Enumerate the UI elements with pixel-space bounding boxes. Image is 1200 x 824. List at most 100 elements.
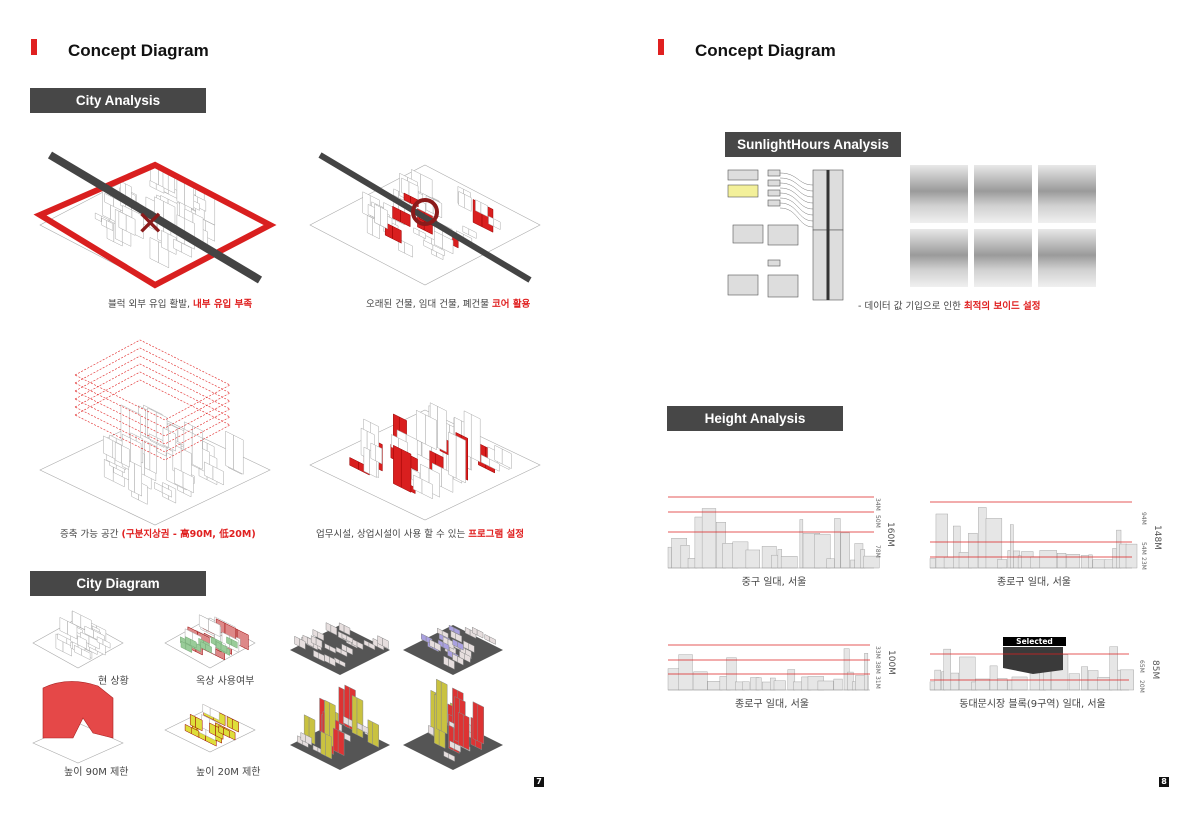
building: [341, 643, 347, 653]
building: [226, 716, 233, 730]
map-rooftop: [164, 614, 256, 669]
skyline-bar: [997, 559, 1008, 569]
building: [204, 461, 214, 480]
building: [403, 192, 411, 204]
building: [443, 655, 449, 667]
skyline-bar: [1011, 676, 1028, 691]
gh-wire: [779, 172, 814, 186]
building: [443, 750, 449, 759]
building: [356, 697, 364, 739]
cross-mark: ✕: [136, 204, 165, 244]
sunlight-thumb: [974, 165, 1032, 223]
flow-line: [318, 152, 532, 283]
skyline-bar: [745, 549, 761, 569]
building: [425, 414, 437, 451]
height-limit-90m: [42, 681, 114, 739]
building: [494, 444, 503, 465]
sunlight-header: SunlightHours Analysis: [725, 132, 901, 157]
skyline-bar: [1039, 550, 1057, 569]
building: [134, 463, 142, 497]
building: [144, 440, 151, 471]
map-90m: [32, 681, 124, 764]
skyline-bar: [780, 556, 798, 569]
sunlight-thumb: [974, 229, 1032, 287]
building: [477, 703, 485, 745]
caption-1: 블럭 외부 유입 활발, 내부 유입 부족: [108, 299, 253, 310]
building: [154, 481, 163, 493]
dashed-layer: [74, 379, 231, 461]
height-chart-jongno-1: [929, 501, 1138, 569]
building: [413, 474, 423, 494]
selected-label: Selected: [1003, 637, 1066, 646]
height-header: Height Analysis: [667, 406, 843, 431]
gh-component: [767, 169, 781, 177]
sunlight-thumb: [910, 165, 968, 223]
building: [440, 681, 448, 735]
label-20m: 높이 20M 제한: [196, 767, 261, 778]
building: [375, 445, 383, 465]
render-tall: [290, 684, 390, 770]
building: [176, 179, 185, 206]
diagram-extension-space: [39, 339, 271, 526]
building: [458, 191, 465, 209]
building: [215, 641, 222, 651]
building: [149, 180, 157, 190]
chart-caption: 중구 일대, 서울: [741, 577, 807, 588]
building: [180, 640, 187, 650]
skyline-bar: [1056, 553, 1067, 569]
skyline-bar: [864, 653, 869, 691]
selected-block: [1003, 647, 1063, 674]
skyline-bar: [817, 680, 834, 691]
skyline-bar: [742, 681, 750, 691]
building: [218, 725, 224, 735]
map-20m: [164, 703, 256, 753]
gh-wire: [779, 202, 814, 222]
building: [351, 694, 358, 736]
chart-caption: 종로구 일대, 서울: [997, 577, 1071, 588]
building: [104, 192, 114, 207]
building: [310, 635, 317, 646]
building: [57, 633, 68, 645]
building: [471, 626, 478, 636]
skyline-bar: [1119, 543, 1127, 569]
building: [189, 713, 196, 728]
building: [462, 714, 470, 751]
render-purple: [403, 624, 503, 675]
building: [488, 215, 494, 227]
skyline-bar: [799, 519, 804, 569]
building: [434, 230, 443, 250]
building: [452, 653, 458, 663]
building: [335, 646, 342, 655]
building: [209, 722, 216, 736]
level-label: 65M: [1138, 660, 1145, 673]
building: [448, 431, 457, 479]
building: [413, 227, 420, 236]
building: [480, 454, 490, 467]
diagram-program: [309, 402, 541, 521]
building: [475, 199, 482, 214]
gh-wire: [779, 207, 814, 228]
building: [462, 225, 470, 236]
skyline-bar: [667, 546, 672, 569]
building: [312, 629, 318, 638]
sunlight-thumbnails: [910, 165, 1096, 287]
building: [325, 733, 332, 760]
building: [449, 740, 455, 750]
sunlight-thumb: [1038, 229, 1096, 287]
height-chart-junggu: [667, 496, 880, 569]
city-diagram-header: City Diagram: [30, 571, 206, 596]
building: [320, 731, 326, 757]
caption-4: 업무시설, 상업시설이 사용 할 수 있는 프로그램 설정: [316, 529, 524, 540]
building: [429, 639, 435, 649]
chart-caption: 종로구 일대, 서울: [735, 699, 809, 710]
title-marker: [31, 39, 37, 55]
building: [449, 720, 455, 729]
building: [363, 446, 370, 475]
skyline-bar: [1010, 524, 1014, 569]
render-base: [290, 622, 390, 675]
dashed-layer: [74, 371, 231, 453]
building: [300, 732, 306, 743]
building: [161, 230, 169, 251]
building: [476, 629, 484, 639]
skyline-bar: [1066, 554, 1080, 569]
